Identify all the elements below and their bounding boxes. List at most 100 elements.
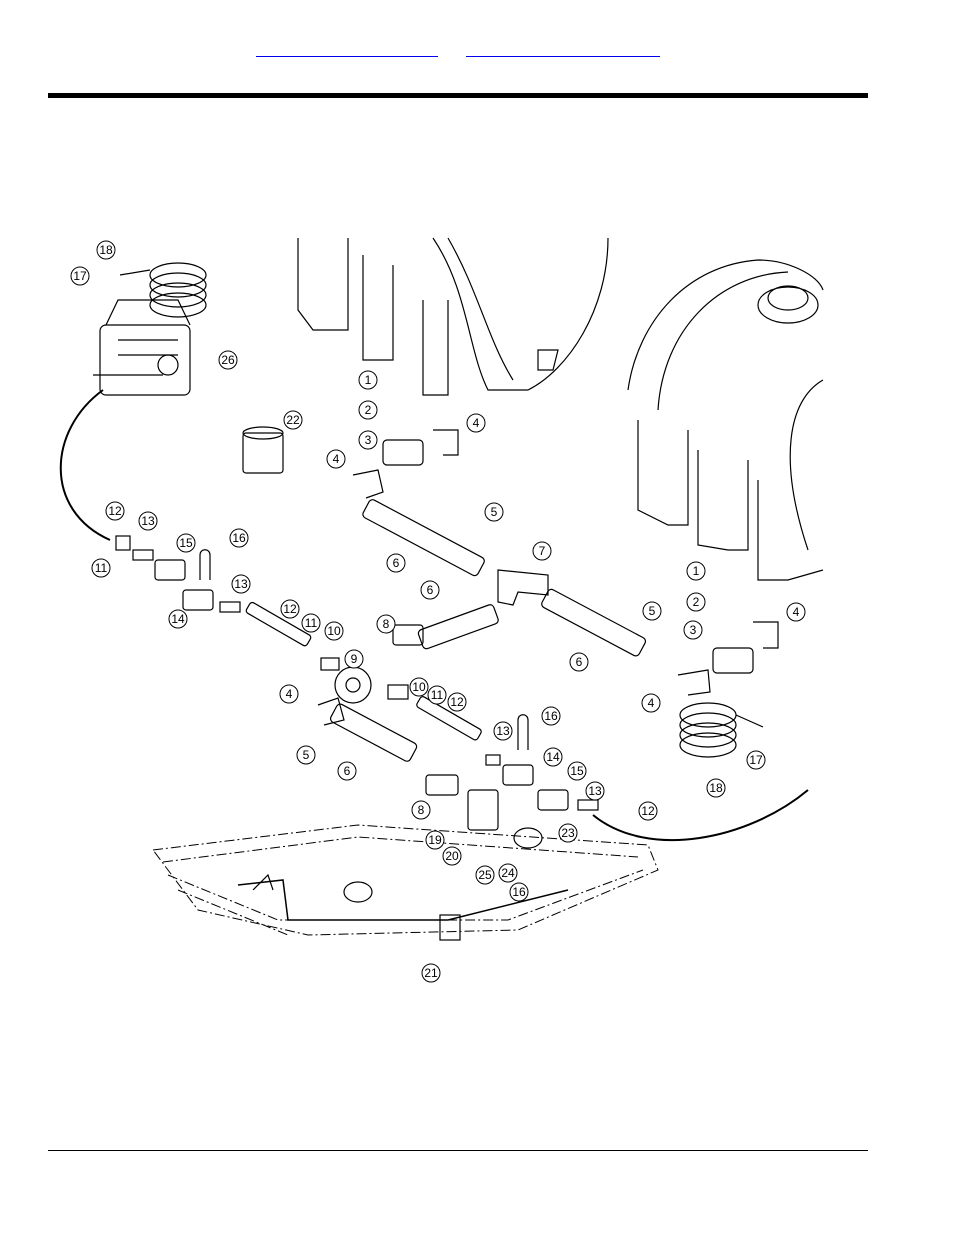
callout-18b xyxy=(706,778,726,798)
header-link-left[interactable] xyxy=(256,40,438,57)
hose-coil-top xyxy=(119,262,207,318)
callout-6d xyxy=(337,761,357,781)
callout-13d xyxy=(585,781,605,801)
callout-13c xyxy=(493,721,513,741)
svg-text:10: 10 xyxy=(327,624,341,638)
svg-text:4: 4 xyxy=(648,696,655,710)
callout-6c xyxy=(569,652,589,672)
callout-17b xyxy=(746,750,766,770)
callout-10b xyxy=(409,677,429,697)
callout-12 xyxy=(105,501,125,521)
callout-10 xyxy=(324,621,344,641)
callout-20 xyxy=(442,846,462,866)
callout-11 xyxy=(91,558,111,578)
svg-text:13: 13 xyxy=(141,514,155,528)
callout-12b xyxy=(280,599,300,619)
svg-text:9: 9 xyxy=(351,652,358,666)
right-tank xyxy=(627,259,824,581)
callout-labels: 18 17 26 22 1 2 3 4 4 5 6 7 12 11 13 15 … xyxy=(73,243,799,980)
svg-text:15: 15 xyxy=(179,536,193,550)
header-link-right[interactable] xyxy=(466,40,660,57)
svg-text:23: 23 xyxy=(561,826,575,840)
callout-8 xyxy=(376,614,396,634)
svg-text:17: 17 xyxy=(73,269,87,283)
svg-text:16: 16 xyxy=(232,531,246,545)
callout-11b xyxy=(301,613,321,633)
svg-text:14: 14 xyxy=(546,750,560,764)
svg-text:4: 4 xyxy=(286,687,293,701)
svg-text:15: 15 xyxy=(570,764,584,778)
svg-text:16: 16 xyxy=(512,885,526,899)
svg-text:3: 3 xyxy=(690,623,697,637)
pipe-right xyxy=(541,588,647,657)
svg-text:7: 7 xyxy=(539,544,546,558)
callout-5 xyxy=(484,502,504,522)
callout-13 xyxy=(138,511,158,531)
svg-text:17: 17 xyxy=(749,753,763,767)
svg-text:2: 2 xyxy=(693,595,700,609)
callout-11c xyxy=(427,685,447,705)
svg-text:19: 19 xyxy=(428,833,442,847)
callout-21 xyxy=(421,963,441,983)
callout-6b xyxy=(420,580,440,600)
hose-left xyxy=(59,389,111,541)
callout-4d xyxy=(641,693,661,713)
svg-text:18: 18 xyxy=(709,781,723,795)
pipe-upper xyxy=(362,499,485,577)
callout-1 xyxy=(358,370,378,390)
svg-text:11: 11 xyxy=(431,688,444,702)
callout-5b xyxy=(642,601,662,621)
callout-4e xyxy=(279,684,299,704)
svg-text:3: 3 xyxy=(365,433,372,447)
svg-text:13: 13 xyxy=(234,577,248,591)
callout-balloons xyxy=(70,240,806,983)
callout-8b xyxy=(411,800,431,820)
pump-assembly xyxy=(93,299,191,396)
callout-24 xyxy=(498,863,518,883)
svg-text:6: 6 xyxy=(427,583,434,597)
pipe-lower xyxy=(329,703,418,762)
callout-2b xyxy=(686,592,706,612)
svg-text:13: 13 xyxy=(496,724,510,738)
callout-2 xyxy=(358,400,378,420)
hose-right xyxy=(592,789,809,842)
callout-14b xyxy=(543,747,563,767)
left-tank xyxy=(297,237,609,396)
svg-text:8: 8 xyxy=(418,803,425,817)
callout-23 xyxy=(558,823,578,843)
svg-text:21: 21 xyxy=(424,966,438,980)
svg-text:8: 8 xyxy=(383,617,390,631)
callout-18 xyxy=(96,240,116,260)
svg-text:10: 10 xyxy=(412,680,426,694)
svg-text:5: 5 xyxy=(649,604,656,618)
callout-3 xyxy=(358,430,378,450)
svg-text:6: 6 xyxy=(576,655,583,669)
svg-text:24: 24 xyxy=(501,866,515,880)
callout-1b xyxy=(686,561,706,581)
plumbing-parts-diagram: 18 17 26 22 1 2 3 4 4 5 6 7 12 11 13 15 … xyxy=(59,237,824,983)
callout-13b xyxy=(231,574,251,594)
callout-15b xyxy=(567,761,587,781)
callout-15 xyxy=(176,533,196,553)
svg-text:20: 20 xyxy=(445,849,459,863)
svg-text:16: 16 xyxy=(544,709,558,723)
svg-text:1: 1 xyxy=(693,564,700,578)
pipe-middle xyxy=(417,604,499,650)
callout-7 xyxy=(532,541,552,561)
svg-text:5: 5 xyxy=(303,748,310,762)
callout-12c xyxy=(447,692,467,712)
svg-text:13: 13 xyxy=(588,784,602,798)
svg-text:4: 4 xyxy=(793,605,800,619)
footer-rule xyxy=(48,1150,868,1151)
header-rule xyxy=(48,93,868,98)
callout-26 xyxy=(218,350,238,370)
callout-4 xyxy=(466,413,486,433)
svg-text:6: 6 xyxy=(393,556,400,570)
cross-fitting xyxy=(334,666,372,704)
callout-17 xyxy=(70,266,90,286)
svg-text:4: 4 xyxy=(473,416,480,430)
svg-text:6: 6 xyxy=(344,764,351,778)
callout-4b xyxy=(326,449,346,469)
svg-text:1: 1 xyxy=(365,373,372,387)
callout-25 xyxy=(475,865,495,885)
